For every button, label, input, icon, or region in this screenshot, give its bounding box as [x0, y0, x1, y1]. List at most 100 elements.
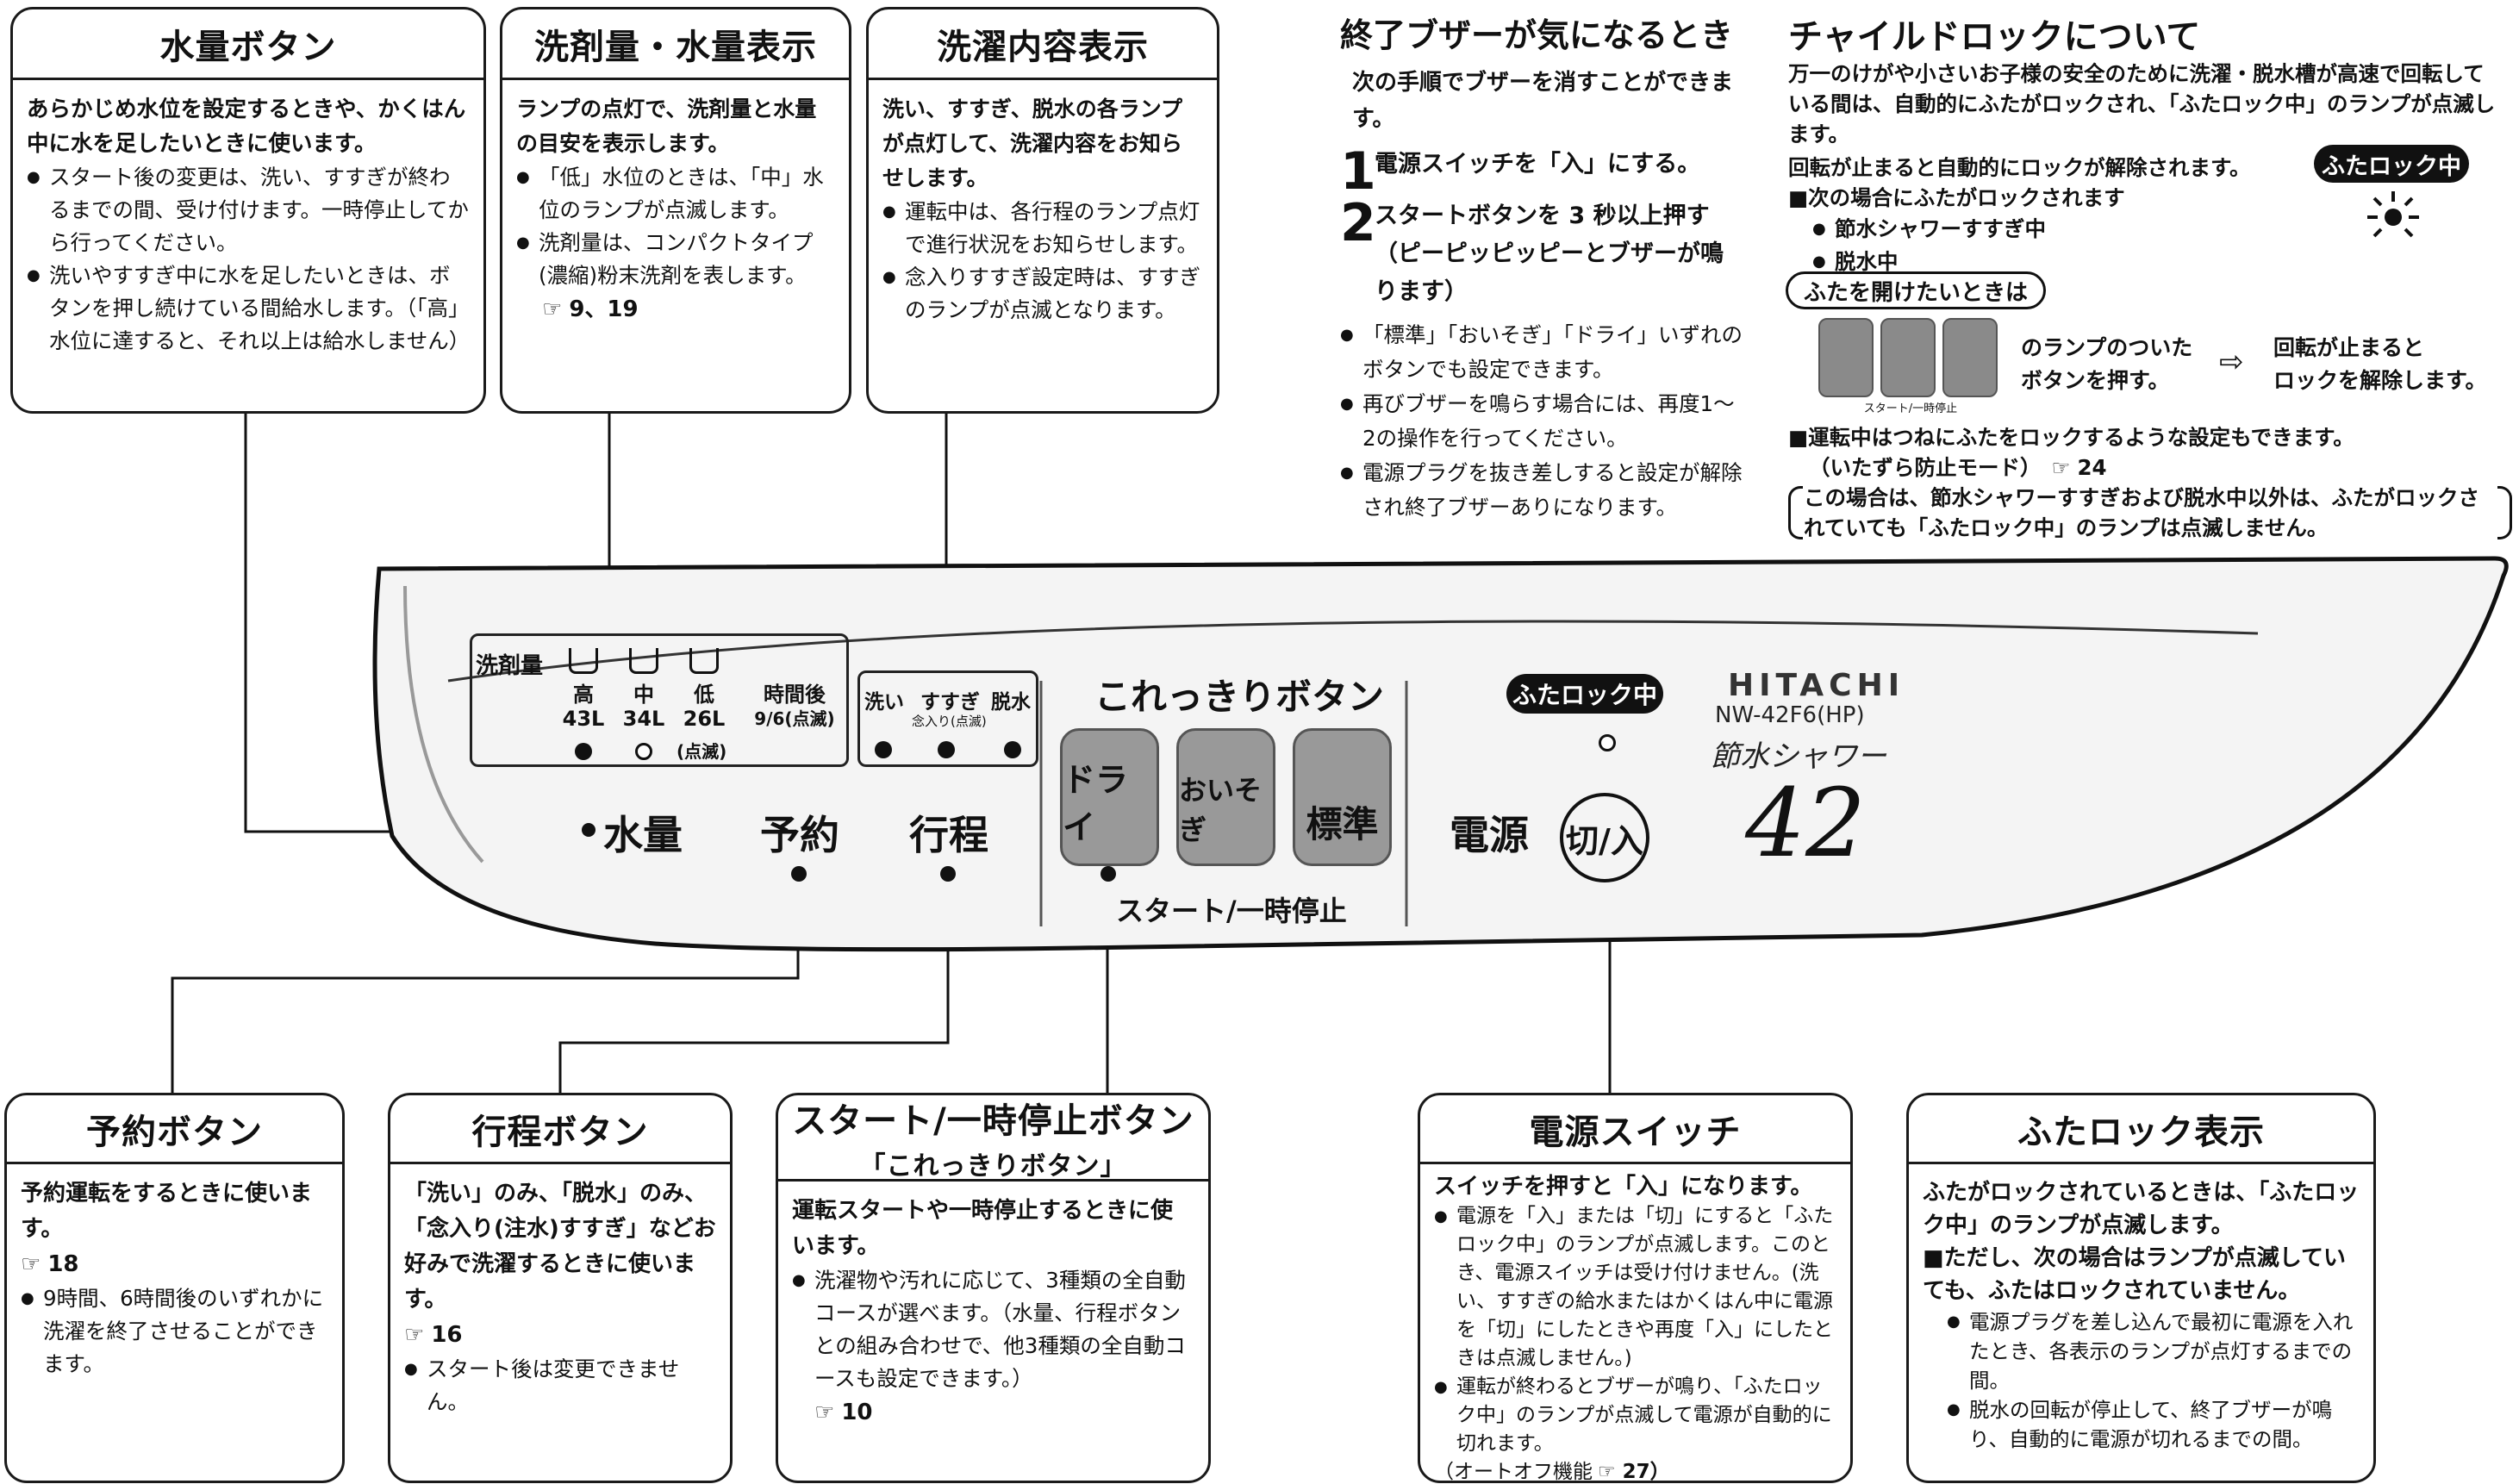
power-switch-info: 電源スイッチ スイッチを押すと「入」になります。 電源を「入」または「切」にする… [1418, 1093, 1853, 1483]
dry-course-button[interactable]: ドライ [1060, 728, 1159, 866]
bullet: 9時間、6時間後のいずれかに洗濯を終了させることができます。 [21, 1282, 328, 1381]
series-name: 節水シャワー [1711, 739, 1886, 774]
box-title: 予約ボタン [7, 1095, 342, 1164]
bullet: 電源プラグを差し込んで最初に電源を入れたとき、各表示のランプが点灯するまでの間。 [1947, 1307, 2360, 1395]
wash-step-lamp-panel [857, 670, 1038, 767]
pointing-hand-icon: ☞ [21, 1251, 41, 1277]
open-instruction: のランプのついた ボタンを押す。 [2021, 335, 2193, 393]
childlock-release: 回転が止まると自動的にロックが解除されます。 [1788, 155, 2251, 180]
pointing-hand-icon: ☞ [542, 296, 563, 322]
page-reference: ☞10 [792, 1395, 1194, 1431]
standard-course-button[interactable]: 標準 [1293, 728, 1392, 866]
lid-lock-display-info: ふたロック表示 ふたがロックされているときは、「ふたロック中」のランプが点滅しま… [1906, 1093, 2376, 1483]
mini-button [1818, 318, 1874, 397]
pointing-hand-icon: ☞ [2051, 455, 2071, 480]
lock-cases-title: ■次の場合にふたがロックされます [1788, 185, 2125, 210]
open-lid-title: ふたを開けたいときは [1786, 271, 2047, 309]
lamp-spin [1004, 741, 1021, 758]
quick-course-button[interactable]: おいそぎ [1176, 728, 1275, 866]
box-lead: ランプの点灯で、洗剤量と水量の目安を表示します。 [516, 97, 817, 156]
model-number: NW-42F6(HP) [1715, 702, 1865, 728]
mini-button [1942, 318, 1998, 397]
childlock-section: チャイルドロックについて 万一のけがや小さいお子様の安全のために洗濯・脱水槽が高… [1788, 9, 2512, 278]
page-reference: ☞16 [404, 1318, 716, 1353]
water-button-dot [582, 823, 595, 837]
lamp-high [575, 743, 592, 760]
lamp-rinse [938, 741, 955, 758]
bullet: 洗剤量は、コンパクトタイプ(濃縮)粉末洗剤を表します。 [516, 227, 835, 292]
detergent-cup-icon [569, 648, 598, 674]
rinse-note: 念入り(点滅) [912, 714, 987, 729]
box-note: ■ただし、次の場合はランプが点滅していても、ふたはロックされていません。 [1923, 1245, 2347, 1304]
box-lead: 運転スタートや一時停止するときに使います。 [792, 1198, 1174, 1259]
box-title: ふたロック表示 [1909, 1095, 2373, 1164]
buzzer-title: 終了ブザーが気になるとき [1340, 16, 1734, 54]
timer-button-info: 予約ボタン 予約運転をするときに使います。 ☞18 9時間、6時間後のいずれかに… [4, 1093, 345, 1483]
course-button-info: 行程ボタン 「洗い」のみ、「脱水」のみ、「念入り(注水)すすぎ」などお好みで洗濯… [388, 1093, 733, 1483]
course-button-dot [940, 866, 956, 882]
timer-button[interactable]: 予約 [760, 812, 839, 858]
course-button[interactable]: 行程 [909, 812, 988, 858]
step-label: 洗い [864, 691, 904, 714]
bullet: 電源を「入」または「切」にすると「ふたロック中」のランプが点滅します。このとき、… [1434, 1202, 1836, 1373]
bullet: 洗濯物や汚れに応じて、3種類の全自動コースが選べます。（水量、行程ボタンとの組み… [792, 1264, 1194, 1395]
box-title: スタート/一時停止ボタン「これっきりボタン」 [778, 1095, 1208, 1182]
box-lead: 予約運転をするときに使います。 [21, 1181, 313, 1242]
blinking-lamp-icon [2367, 191, 2419, 238]
detergent-display-info: 洗剤量・水量表示 ランプの点灯で、洗剤量と水量の目安を表示します。 「低」水位の… [500, 7, 851, 414]
blink-note: (点滅) [677, 741, 727, 762]
box-title: 洗剤量・水量表示 [502, 9, 849, 80]
bullet: 電源プラグを抜き差しすると設定が解除され終了ブザーありになります。 [1340, 456, 1745, 525]
buzzer-intro: 次の手順でブザーを消すことができます。 [1352, 70, 1734, 132]
box-title: 水量ボタン [13, 9, 483, 80]
water-level-button[interactable]: 水量 [603, 812, 683, 858]
bullet: 「標準」「おいそぎ」「ドライ」いずれのボタンでも設定できます。 [1340, 318, 1745, 387]
step-label: すすぎ [920, 691, 980, 714]
bullet: 脱水中 [1812, 246, 2512, 278]
start-pause-label: スタート/一時停止 [1116, 895, 1347, 927]
bullet: スタート後は変更できません。 [404, 1353, 716, 1419]
pointing-hand-icon: ☞ [404, 1322, 425, 1348]
box-lead: ふたがロックされているときは、「ふたロック中」のランプが点滅します。 [1923, 1180, 2360, 1238]
bullet: スタート後の変更は、洗い、すすぎが終わるまでの間、受け付けます。一時停止してから… [27, 161, 470, 259]
page-reference: ☞9、19 [516, 292, 835, 327]
bullet: 「低」水位のときは、「中」水位のランプが点滅します。 [516, 161, 835, 227]
detergent-cup-icon [629, 648, 658, 674]
start-pause-button-info: スタート/一時停止ボタン「これっきりボタン」 運転スタートや一時停止するときに使… [776, 1093, 1211, 1483]
mode-note: この場合は、節水シャワーすすぎおよび脱水中以外は、ふたがロックされていても「ふた… [1788, 483, 2512, 543]
open-result: 回転が止まると ロックを解除します。 [2273, 335, 2487, 393]
bullet: 念入りすすぎ設定時は、すすぎのランプが点滅となります。 [882, 261, 1203, 327]
box-lead: スイッチを押すと「入」になります。 [1434, 1174, 1813, 1200]
power-switch[interactable]: 切/入 [1560, 793, 1649, 882]
mini-button [1880, 318, 1936, 397]
lid-lock-lamp [1599, 734, 1616, 751]
wash-content-display-info: 洗濯内容表示 洗い、すすぎ、脱水の各ランプが点灯して、洗濯内容をお知らせします。… [866, 7, 1219, 414]
lamp-wash [875, 741, 892, 758]
box-title: 行程ボタン [390, 1095, 730, 1164]
childlock-description: 万一のけがや小さいお子様の安全のために洗濯・脱水槽が高速で回転している間は、自動… [1788, 61, 2496, 147]
start-button-dot [1101, 866, 1116, 882]
pointing-hand-icon: ☞ [1598, 1461, 1616, 1483]
bullet: 再びブザーを鳴らす場合には、再度1〜2の操作を行ってください。 [1340, 387, 1745, 456]
pointing-hand-icon: ☞ [814, 1400, 835, 1425]
lock-badge: ふたロック中 [2314, 145, 2469, 183]
mini-label: スタート/一時停止 [1863, 402, 1958, 415]
bullet: 節水シャワーすすぎ中 [1812, 213, 2512, 246]
lamp-mid [635, 743, 652, 760]
bullet: 運転中は、各行程のランプ点灯で進行状況をお知らせします。 [882, 196, 1203, 261]
buzzer-section: 終了ブザーが気になるとき 次の手順でブザーを消すことができます。 1電源スイッチ… [1340, 9, 1745, 525]
korekkiri-title: これっきりボタン [1094, 676, 1385, 718]
box-lead: あらかじめ水位を設定するときや、かくはん中に水を足したいときに使います。 [27, 97, 466, 157]
capacity-logo: 42 [1745, 768, 1866, 878]
auto-off-reference: （オートオフ機能☞27） [1434, 1458, 1836, 1484]
power-label: 電源 [1450, 812, 1529, 858]
detergent-label: 洗剤量 [476, 653, 544, 679]
page-reference: ☞18 [21, 1247, 328, 1282]
detergent-lamp-panel [470, 633, 849, 767]
